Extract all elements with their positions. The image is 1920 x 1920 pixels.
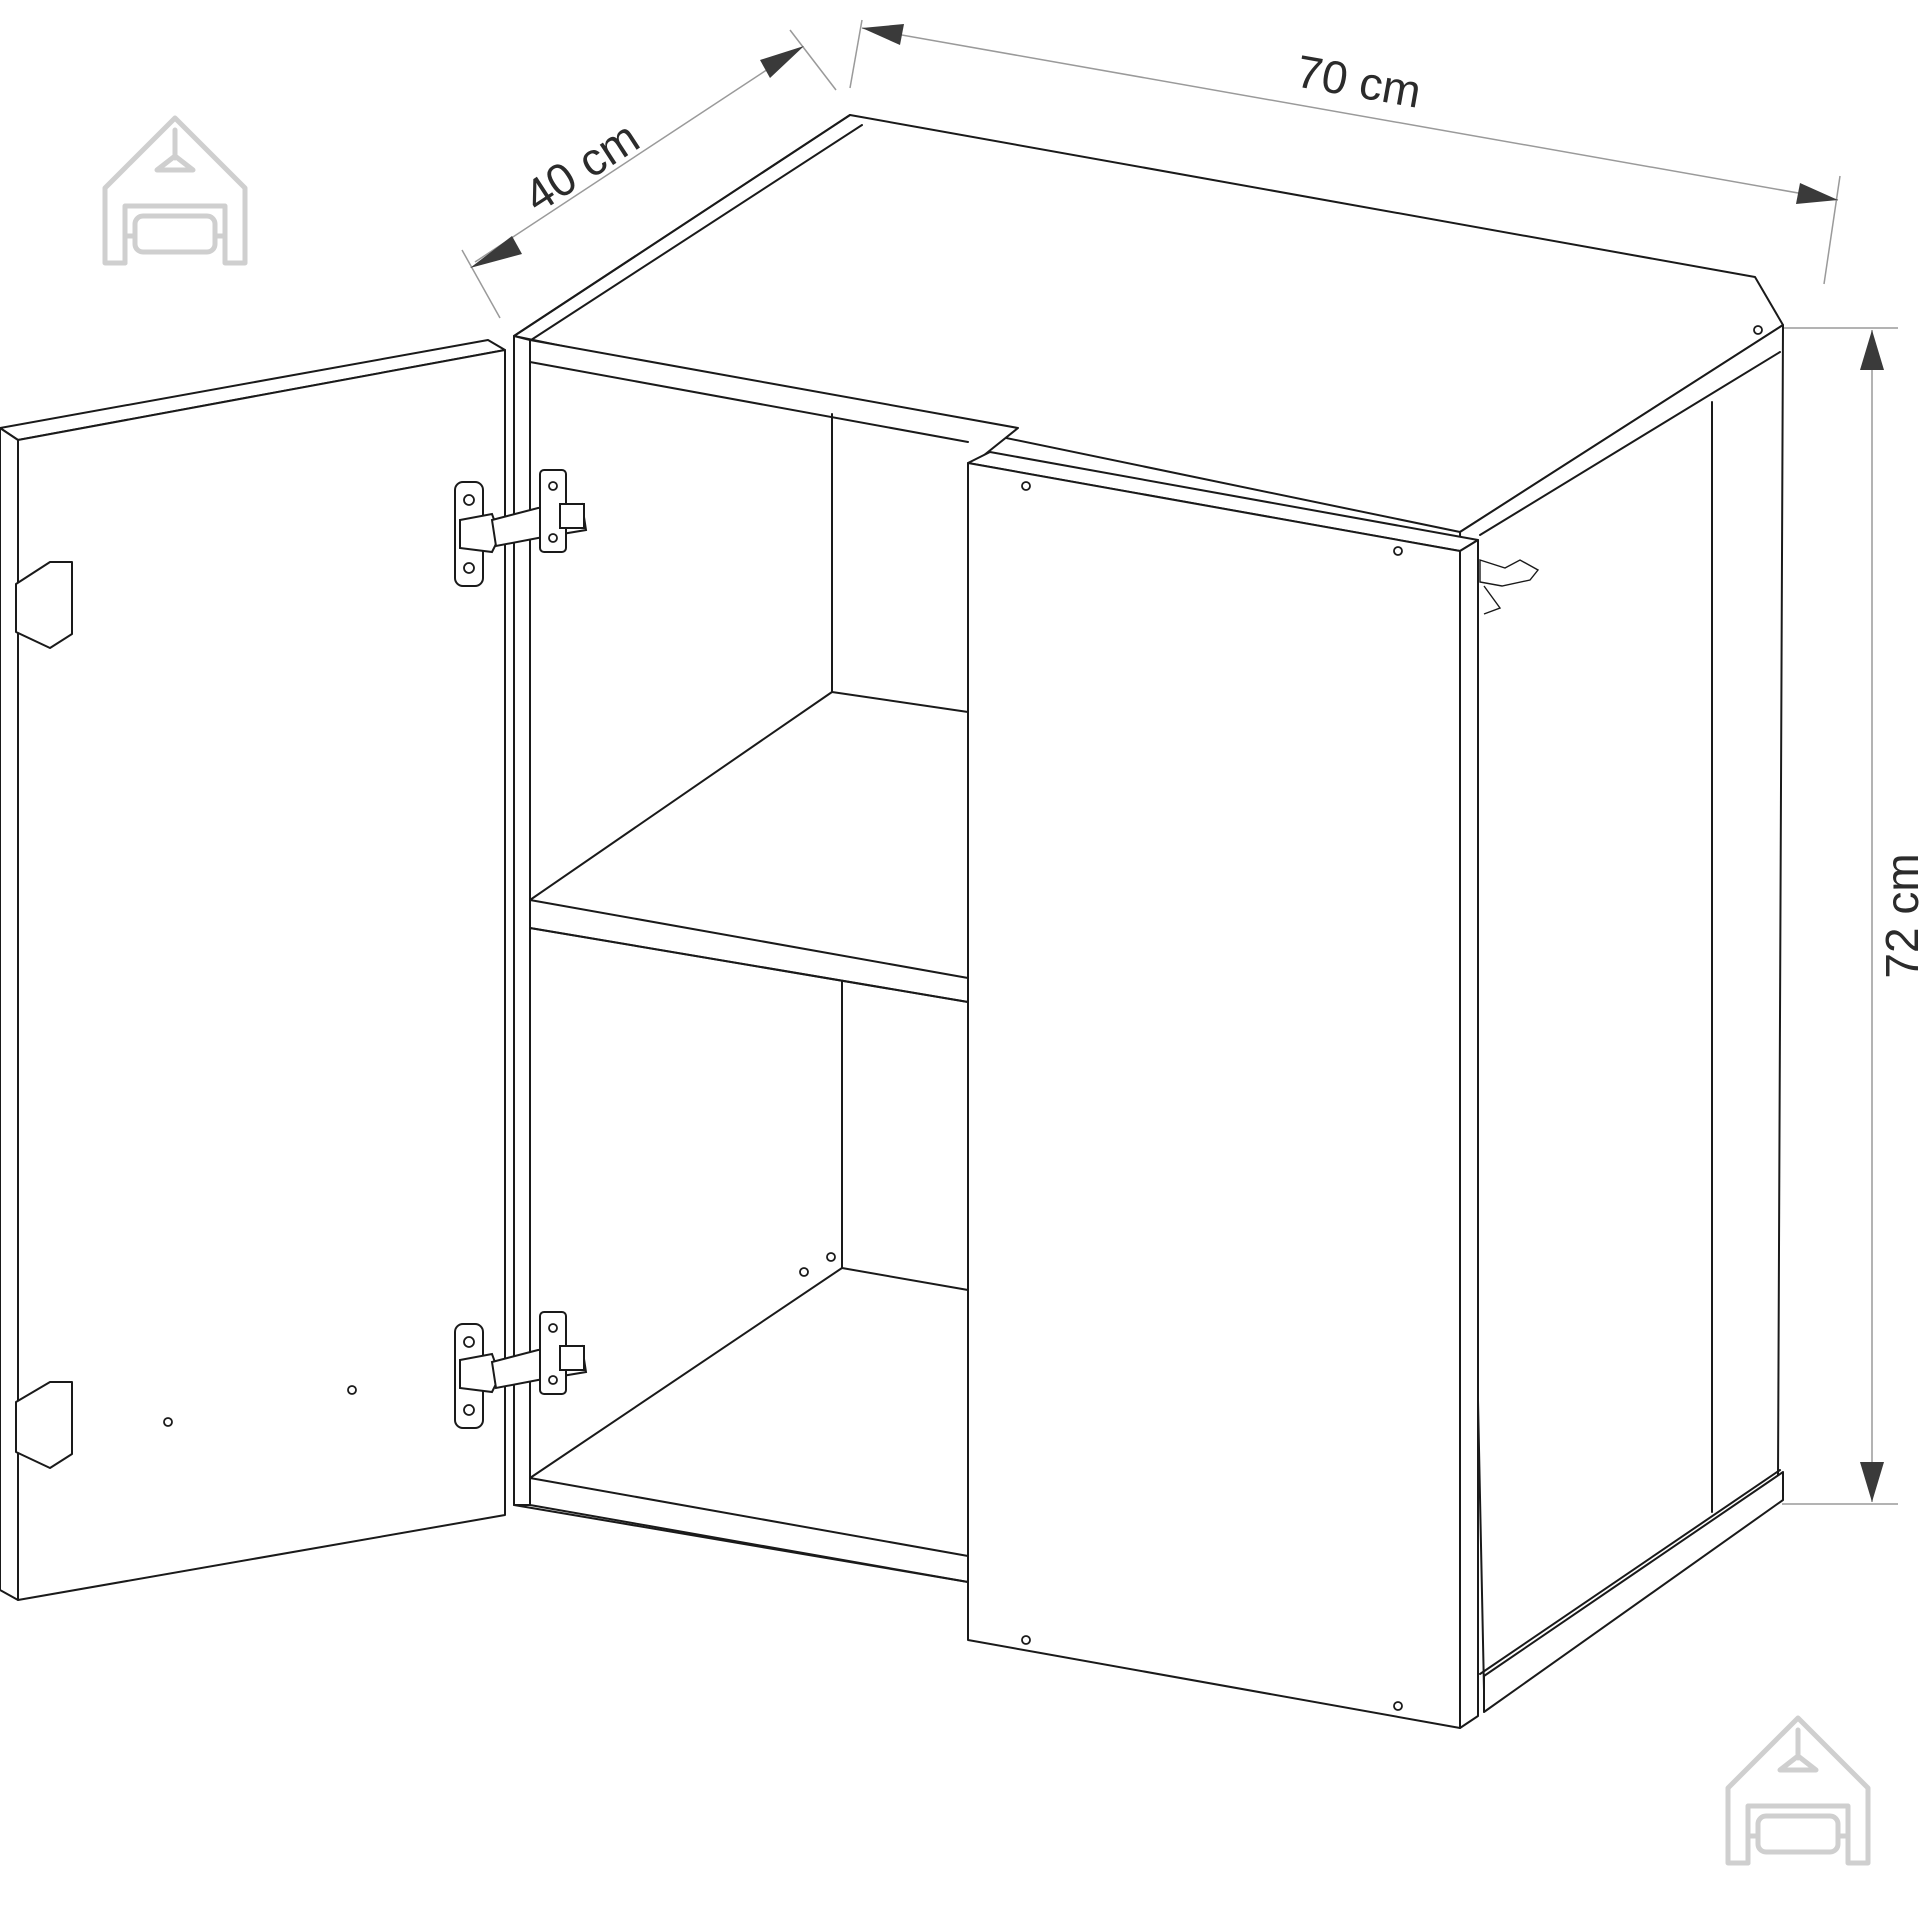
cabinet-body <box>513 114 1784 1713</box>
logo-bottom-right <box>1725 1715 1871 1866</box>
depth-arrow-end <box>760 46 804 78</box>
hinge-bottom <box>454 1311 588 1429</box>
height-arrow-start <box>1860 330 1884 370</box>
left-door <box>0 339 506 1601</box>
depth-arrow-start <box>470 236 522 268</box>
logo-top-left <box>102 115 248 266</box>
width-arrow-end <box>1796 183 1838 204</box>
height-arrow-end <box>1860 1462 1884 1502</box>
dimension-height: 72 cm <box>1782 327 1920 1505</box>
door-pad-bottom <box>15 1381 73 1469</box>
right-door <box>967 451 1540 1729</box>
height-label: 72 cm <box>1876 853 1920 978</box>
width-arrow-start <box>862 24 904 45</box>
door-pad-top <box>15 561 73 649</box>
dimension-width: 70 cm <box>849 19 1841 285</box>
latch-icon <box>1479 559 1540 615</box>
cabinet-right-side <box>1459 324 1784 1691</box>
depth-label: 40 cm <box>515 111 648 223</box>
hinge-top <box>454 469 588 587</box>
